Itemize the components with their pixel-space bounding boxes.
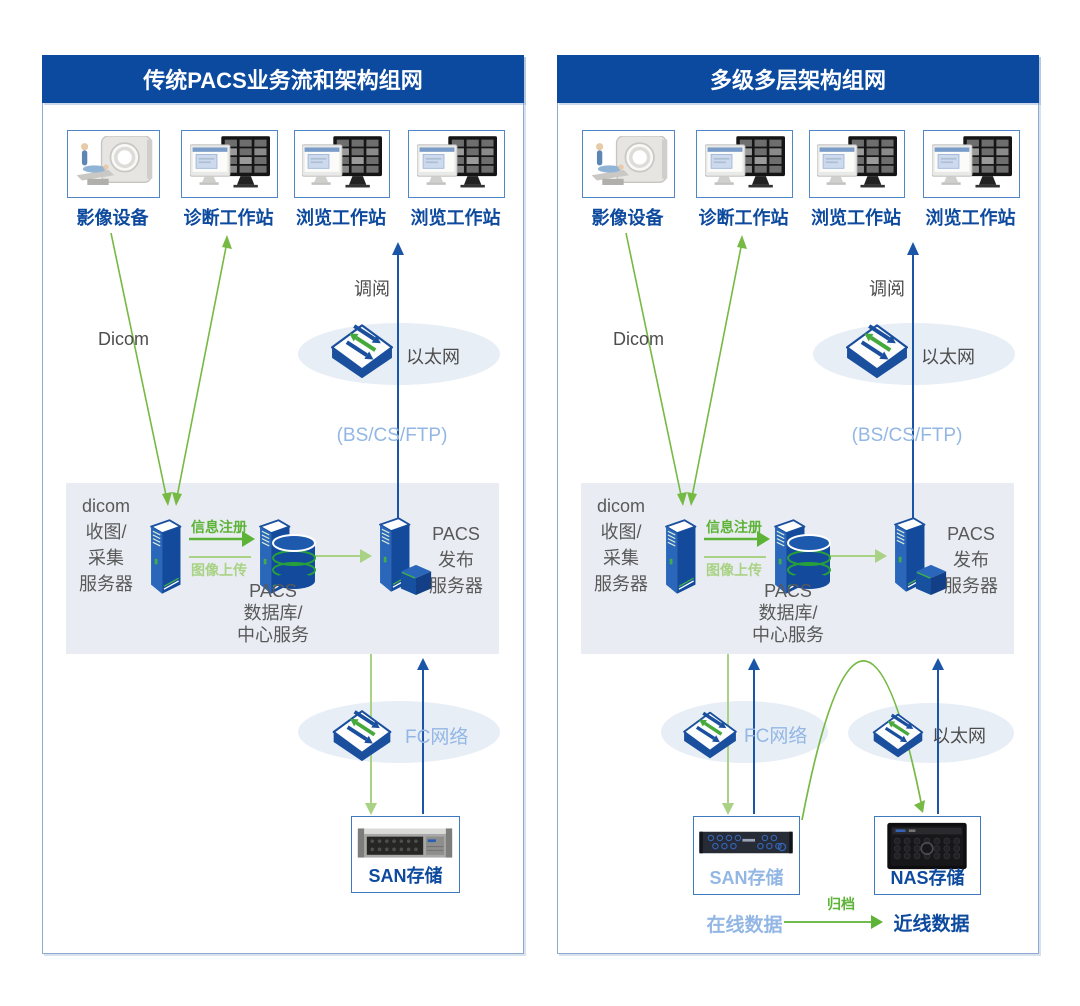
protocol-label: (BS/CS/FTP) xyxy=(336,425,448,446)
protocol-label: (BS/CS/FTP) xyxy=(851,425,963,446)
san-storage-box: SAN存储 xyxy=(693,816,800,895)
san-storage-label: SAN存储 xyxy=(368,866,443,886)
device-box-browse-workstation-1 xyxy=(809,130,905,198)
ingest-server-icon xyxy=(140,518,186,596)
san-storage-image xyxy=(699,829,793,856)
device-label-browse-1: 浏览工作站 xyxy=(296,208,386,228)
device-box-browse-workstation-1 xyxy=(294,130,390,198)
workstation-monitors-icon xyxy=(417,136,497,192)
workstation-monitors-icon xyxy=(190,136,270,192)
fc-switch-icon xyxy=(327,706,397,763)
workstation-monitors-icon xyxy=(705,136,785,192)
device-label-browse-1: 浏览工作站 xyxy=(811,208,901,228)
online-data-label: 在线数据 xyxy=(706,915,783,936)
ethernet-label: 以太网 xyxy=(406,347,460,367)
device-box-browse-workstation-2 xyxy=(923,130,1020,198)
device-box-imaging xyxy=(582,130,675,198)
fc-switch-icon xyxy=(678,708,742,760)
nearline-data-label: 近线数据 xyxy=(893,914,970,935)
workstation-monitors-icon xyxy=(817,136,897,192)
register-flow-label: 信息注册 xyxy=(706,519,762,535)
device-label-browse-2: 浏览工作站 xyxy=(925,208,1016,228)
device-label-imaging: 影像设备 xyxy=(591,208,664,228)
panel-title-traditional: 传统PACS业务流和架构组网 xyxy=(42,55,524,103)
ingest-server-label: dicom 收图/ 采集 服务器 xyxy=(79,496,133,594)
db-server-label: PACS 数据库/ 中心服务 xyxy=(237,581,309,645)
ct-scanner-icon xyxy=(588,136,670,193)
panel-traditional-pacs: 传统PACS业务流和架构组网 影像设备 诊断工作站 浏览工作站 浏览工作站 xyxy=(42,55,524,954)
san-storage-box: SAN存储 xyxy=(351,816,460,893)
device-label-browse-2: 浏览工作站 xyxy=(410,208,501,228)
ethernet-switch-icon xyxy=(325,320,399,380)
ethernet-label: 以太网 xyxy=(921,347,975,367)
publish-server-label: PACS 发布 服务器 xyxy=(944,524,998,596)
retrieve-flow-label: 调阅 xyxy=(869,279,905,299)
dicom-flow-label: Dicom xyxy=(98,329,150,349)
register-flow-label: 信息注册 xyxy=(191,519,247,535)
publish-server-label: PACS 发布 服务器 xyxy=(429,524,483,596)
device-box-diagnosis-workstation xyxy=(181,130,278,198)
ethernet-ellipse xyxy=(298,323,500,385)
ct-scanner-icon xyxy=(73,136,155,193)
panel-title-multitier: 多级多层架构组网 xyxy=(557,55,1039,103)
san-storage-image xyxy=(357,823,453,863)
fc-network-label: FC网络 xyxy=(744,726,808,747)
nas-storage-label: NAS存储 xyxy=(890,868,965,888)
ethernet2-label: 以太网 xyxy=(932,726,986,746)
retrieve-flow-label: 调阅 xyxy=(354,279,390,299)
device-box-imaging xyxy=(67,130,160,198)
ethernet-ellipse xyxy=(813,323,1015,385)
fc-network-ellipse xyxy=(298,701,500,763)
db-server-label: PACS 数据库/ 中心服务 xyxy=(752,581,824,645)
ethernet-switch-icon xyxy=(840,320,914,380)
fc-network-label: FC网络 xyxy=(405,727,469,748)
san-storage-label: SAN存储 xyxy=(709,868,784,888)
device-label-diagnosis: 诊断工作站 xyxy=(698,208,789,228)
upload-flow-label: 图像上传 xyxy=(706,562,762,578)
workstation-monitors-icon xyxy=(302,136,382,192)
archive-flow-label: 归档 xyxy=(827,896,855,912)
ethernet2-switch-icon xyxy=(868,710,928,759)
device-box-diagnosis-workstation xyxy=(696,130,793,198)
ingest-server-icon xyxy=(655,518,701,596)
device-label-imaging: 影像设备 xyxy=(76,208,149,228)
device-label-diagnosis: 诊断工作站 xyxy=(183,208,274,228)
nas-storage-box: NAS存储 xyxy=(874,816,981,895)
dicom-flow-label: Dicom xyxy=(613,329,665,349)
device-box-browse-workstation-2 xyxy=(408,130,505,198)
upload-flow-label: 图像上传 xyxy=(191,562,247,578)
panel-multitier: 多级多层架构组网 影像设备 诊断工作站 浏览工作站 浏览工作站 xyxy=(557,55,1039,954)
workstation-monitors-icon xyxy=(932,136,1012,192)
ingest-server-label: dicom 收图/ 采集 服务器 xyxy=(594,496,648,594)
